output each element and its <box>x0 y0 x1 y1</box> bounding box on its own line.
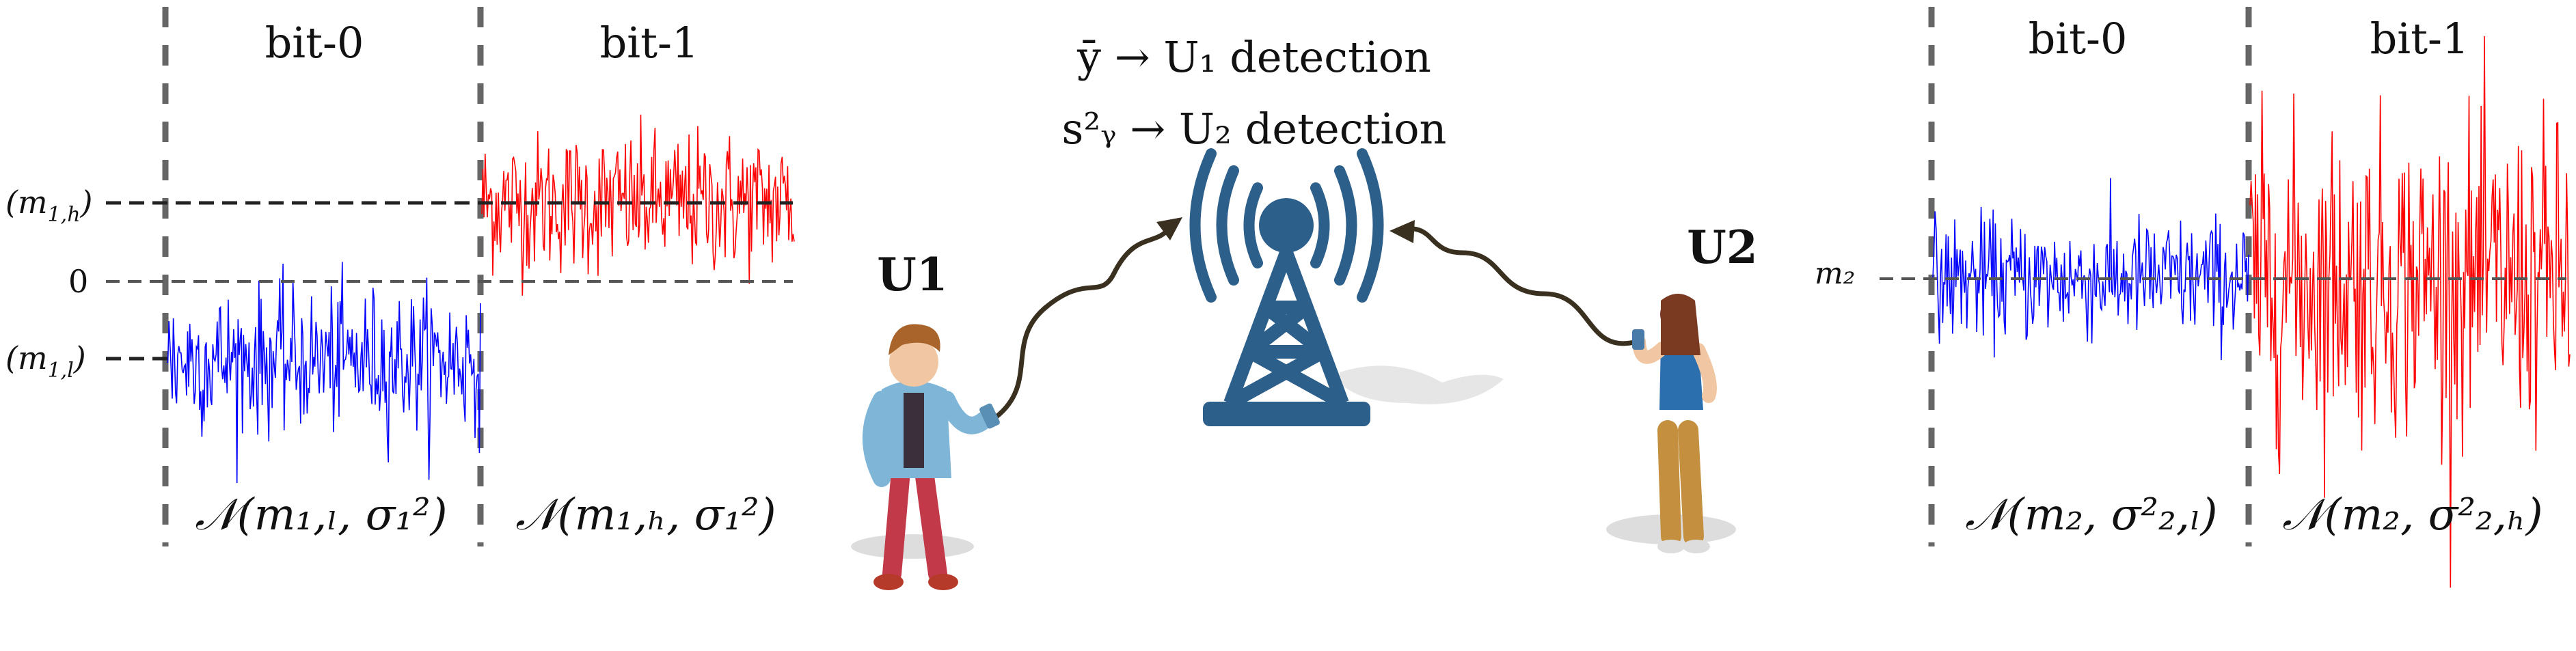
u1-bit1-label: bit-1 <box>600 18 699 68</box>
user1-signal-panel: bit-0 bit-1 (m1,h) 0 (m1,l) 𝒩(m₁,ₗ, σ₁²)… <box>5 7 795 546</box>
u2-bit1-label: bit-1 <box>2370 14 2469 64</box>
center-scene: ȳ → U₁ detection s²ᵧ → U₂ detection U1 U… <box>851 32 1758 590</box>
u1-bit0-distribution: 𝒩(m₁,ₗ, σ₁²) <box>195 490 447 540</box>
u2-bit0-noise-signal <box>1932 178 2249 361</box>
u2-bit1-distribution: 𝒩(m₂, σ²₂,ₕ) <box>2282 490 2543 540</box>
u2-bit0-trace <box>1932 178 2249 361</box>
u1-tick-m1h: (m1,h) <box>5 184 92 227</box>
u1-bit0-noise-signal <box>166 262 481 484</box>
u1-bit1-distribution: 𝒩(m₁,ₕ, σ₁²) <box>515 490 776 540</box>
user1-label: U1 <box>877 248 947 301</box>
base-station-tower-icon <box>1189 148 1504 426</box>
user2-signal-panel: bit-0 bit-1 m₂ 𝒩(m₂, σ²₂,ₗ) 𝒩(m₂, σ²₂,ₕ) <box>1815 7 2571 588</box>
detection-line-2: s²ᵧ → U₂ detection <box>1062 104 1447 154</box>
u1-uplink-arrow <box>994 217 1182 419</box>
u1-bit0-label: bit-0 <box>265 18 364 68</box>
user2-person-icon <box>1606 294 1736 553</box>
detection-line-1: ȳ → U₁ detection <box>1076 32 1431 82</box>
user2-label: U2 <box>1687 221 1757 274</box>
u1-bit1-trace <box>481 114 795 296</box>
u2-bit0-label: bit-0 <box>2029 14 2128 64</box>
u1-bit0-trace <box>166 262 481 484</box>
u1-tick-zero: 0 <box>68 263 88 300</box>
u1-bit1-noise-signal <box>481 114 795 296</box>
u1-tick-m1l: (m1,l) <box>5 340 86 383</box>
user1-person-icon <box>851 324 1000 590</box>
u2-tick-m2: m₂ <box>1815 256 1855 291</box>
u2-uplink-arrow <box>1389 220 1638 346</box>
u2-bit0-distribution: 𝒩(m₂, σ²₂,ₗ) <box>1965 490 2217 540</box>
